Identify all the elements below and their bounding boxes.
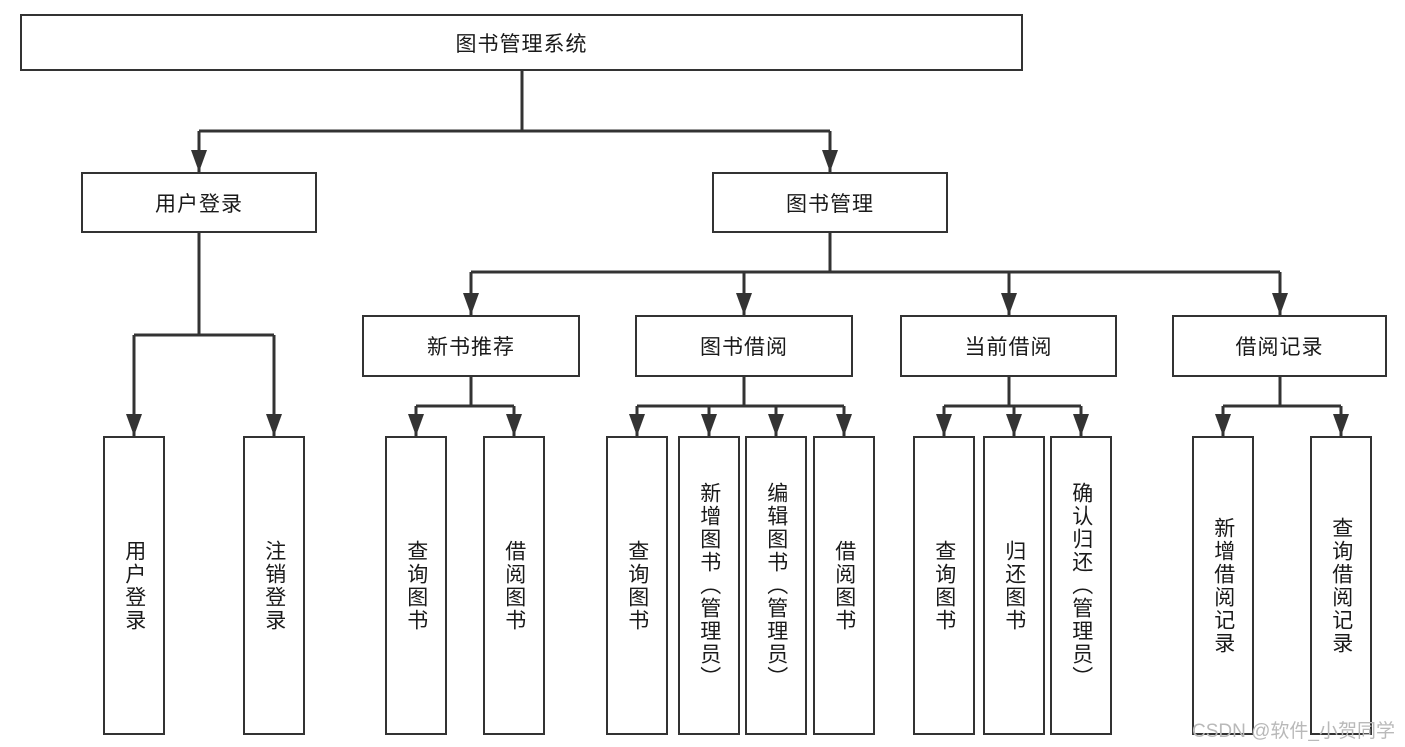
node-book-borrow[interactable]: 图书借阅 [635, 315, 853, 377]
node-label: 新书推荐 [427, 336, 515, 359]
node-leaf-query-book-2[interactable]: 查询图书 [606, 436, 668, 735]
arrowhead-icon [1073, 414, 1089, 436]
arrowhead-icon [936, 414, 952, 436]
node-leaf-add-borrow-record[interactable]: 新增借阅记录 [1192, 436, 1254, 735]
node-label: 图书管理 [786, 192, 874, 216]
node-label: 归还图书 [1002, 539, 1026, 632]
arrowhead-icon [1001, 293, 1017, 315]
arrowhead-icon [822, 150, 838, 172]
node-new-book-recommend[interactable]: 新书推荐 [362, 315, 580, 377]
arrowhead-icon [836, 414, 852, 436]
node-book-manage[interactable]: 图书管理 [712, 172, 948, 233]
node-user-login[interactable]: 用户登录 [81, 172, 317, 233]
node-leaf-logout[interactable]: 注销登录 [243, 436, 305, 735]
arrowhead-icon [736, 293, 752, 315]
arrowhead-icon [463, 293, 479, 315]
node-label: 查询图书 [404, 539, 428, 632]
node-leaf-borrow-book-1[interactable]: 借阅图书 [483, 436, 545, 735]
arrowhead-icon [629, 414, 645, 436]
arrowhead-icon [1272, 293, 1288, 315]
node-leaf-confirm-return-admin[interactable]: 确认归还（管理员） [1050, 436, 1112, 735]
arrowhead-icon [408, 414, 424, 436]
node-label: 借阅记录 [1235, 336, 1324, 359]
node-label: 图书借阅 [700, 336, 788, 359]
node-leaf-user-login[interactable]: 用户登录 [103, 436, 165, 735]
watermark-label: CSDN @软件_小贺同学 [1192, 721, 1395, 742]
node-borrow-record[interactable]: 借阅记录 [1172, 315, 1387, 377]
arrowhead-icon [266, 414, 282, 436]
node-label: 查询图书 [625, 539, 649, 632]
node-leaf-query-book-3[interactable]: 查询图书 [913, 436, 975, 735]
node-label: 借阅图书 [832, 539, 856, 632]
node-leaf-edit-book-admin[interactable]: 编辑图书（管理员） [745, 436, 807, 735]
node-leaf-borrow-book-2[interactable]: 借阅图书 [813, 436, 875, 735]
node-label: 用户登录 [122, 539, 146, 632]
node-label: 查询借阅记录 [1329, 516, 1353, 655]
node-current-borrow[interactable]: 当前借阅 [900, 315, 1117, 377]
node-label: 查询图书 [932, 539, 956, 632]
node-leaf-add-book-admin[interactable]: 新增图书（管理员） [678, 436, 740, 735]
node-label: 编辑图书（管理员） [764, 482, 788, 689]
arrowhead-icon [1215, 414, 1231, 436]
arrowhead-icon [768, 414, 784, 436]
arrowhead-icon [191, 150, 207, 172]
node-label: 注销登录 [262, 539, 286, 632]
arrowhead-icon [1333, 414, 1349, 436]
node-label: 用户登录 [155, 192, 243, 216]
node-label: 当前借阅 [964, 336, 1053, 359]
arrowhead-icon [126, 414, 142, 436]
arrowhead-icon [701, 414, 717, 436]
node-root[interactable]: 图书管理系统 [20, 14, 1023, 71]
node-leaf-return-book[interactable]: 归还图书 [983, 436, 1045, 735]
node-label: 借阅图书 [502, 539, 526, 632]
arrowhead-icon [1006, 414, 1022, 436]
arrowhead-icon [506, 414, 522, 436]
node-label: 新增图书（管理员） [697, 482, 721, 689]
node-leaf-query-borrow-record[interactable]: 查询借阅记录 [1310, 436, 1372, 735]
node-label: 图书管理系统 [455, 32, 588, 56]
node-label: 确认归还（管理员） [1069, 482, 1093, 689]
node-leaf-query-book-1[interactable]: 查询图书 [385, 436, 447, 735]
node-label: 新增借阅记录 [1211, 516, 1235, 655]
